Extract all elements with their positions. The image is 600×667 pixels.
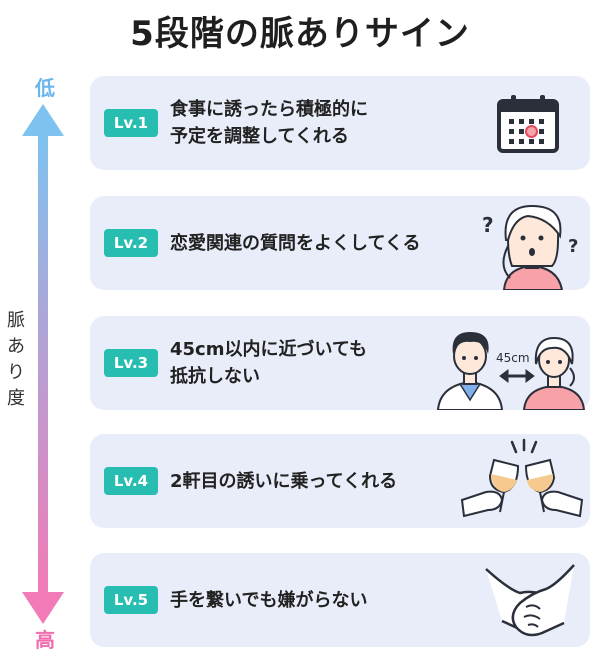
page-title: 5段階の脈ありサイン — [130, 14, 470, 54]
woman-figure — [522, 384, 586, 410]
level-card-4: Lv.4 2軒目の誘いに乗ってくれる — [90, 434, 590, 528]
toast-glasses-illustration — [460, 438, 584, 518]
level-card-3: Lv.3 45cm以内に近づいても 抵抗しない 45cm — [90, 316, 590, 410]
curious-woman-illustration: ? ? — [482, 204, 578, 290]
distance-label: 45cm — [496, 351, 530, 365]
level-text: 恋愛関連の質問をよくしてくる — [170, 232, 421, 254]
axis-arrow-head-top — [22, 104, 64, 136]
axis-title-char: あ — [7, 336, 25, 357]
close-distance-illustration: 45cm — [436, 332, 586, 410]
level-text: 食事に誘ったら積極的に 予定を調整してくれる — [170, 99, 368, 147]
axis-low-label: 低 — [35, 76, 55, 100]
axis-title: 脈 あ り 度 — [4, 304, 28, 416]
svg-text:?: ? — [482, 213, 494, 237]
axis-arrow — [22, 104, 64, 624]
level-badge: Lv.4 — [104, 467, 158, 495]
svg-text:?: ? — [568, 236, 578, 257]
axis-arrow-shaft — [38, 134, 48, 596]
level-badge: Lv.5 — [104, 586, 158, 614]
level-badge: Lv.3 — [104, 349, 158, 377]
level-text: 手を繋いでも嫌がらない — [170, 589, 368, 611]
level-text: 45cm以内に近づいても 抵抗しない — [170, 339, 368, 387]
axis-title-char: 度 — [7, 388, 25, 409]
double-arrow-icon — [499, 369, 535, 383]
level-card-1: Lv.1 食事に誘ったら積極的に 予定を調整してくれる — [90, 76, 590, 170]
axis-arrow-head-bottom — [22, 592, 64, 624]
level-badge: Lv.2 — [104, 229, 158, 257]
holding-hands-illustration — [485, 564, 575, 637]
level-text: 2軒目の誘いに乗ってくれる — [170, 470, 398, 492]
calendar-icon — [497, 95, 559, 153]
axis-title-char: 脈 — [7, 310, 25, 331]
axis-high-label: 高 — [35, 628, 55, 652]
level-card-2: Lv.2 恋愛関連の質問をよくしてくる ? ? — [90, 196, 590, 290]
level-card-5: Lv.5 手を繋いでも嫌がらない — [90, 553, 590, 647]
level-badge: Lv.1 — [104, 109, 158, 137]
axis-title-char: り — [7, 362, 25, 383]
